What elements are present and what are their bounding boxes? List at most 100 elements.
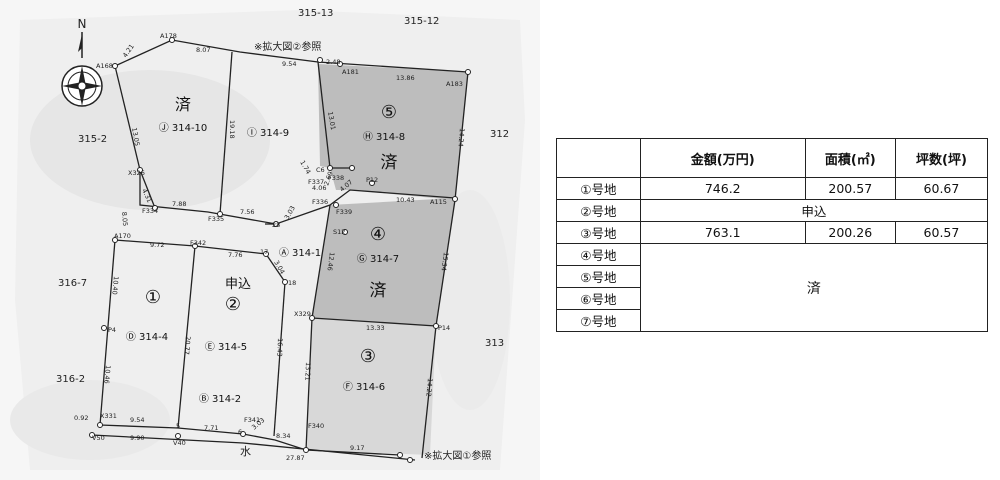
plot-name: ②号地 [556,199,641,222]
lot-4-shade [312,198,455,326]
plot-tsubo: 60.57 [894,221,989,244]
neighbor-left-upper: 315-2 [78,134,107,145]
plot-name: ⑦号地 [556,309,641,332]
table-header-row: 金額(万円) 面積(㎡) 坪数(坪) [556,138,989,178]
point-label: 5 [176,422,180,430]
dimension-label: 10.46 [102,365,112,384]
road-label: 水 [240,445,251,458]
dimension-label: 9.17 [350,444,364,452]
neighbor-top-right: 315-12 [404,16,439,27]
dimension-label: 9.54 [130,416,144,424]
table-row: ②号地 申込 [556,199,989,222]
dimension-label: 14.22 [424,378,434,397]
plot-name: ①号地 [556,177,641,200]
price-table: 金額(万円) 面積(㎡) 坪数(坪) ①号地 746.2 200.57 60.6… [556,138,989,332]
point-label: 6 [238,428,242,436]
point-label: F339 [336,208,352,216]
point-label: P4 [108,326,116,334]
lot-number: ④ [370,224,386,245]
plot-name: ⑥号地 [556,287,641,310]
point-label: F337 [308,178,324,186]
point-label: F336 [312,198,328,206]
neighbor-left-lower: 316-2 [56,374,85,385]
lot-status: 済 [370,281,387,301]
dimension-label: 27.87 [286,454,305,462]
lot-map: N 315-13 315-12 315-2 312 316-7 313 316-… [10,8,510,463]
point-label: A178 [160,32,177,40]
dimension-label: 20.77 [182,336,192,355]
compass-rose: N [61,17,103,107]
dimension-label: 10.43 [396,196,415,204]
sold-label: 済 [639,243,989,332]
lot-code: Ⓔ 314-5 [205,341,247,353]
survey-points [89,37,471,463]
dimension-label: 15.34 [439,252,450,272]
neighbor-right-upper: 312 [490,129,509,140]
lot-number: ⑤ [381,102,397,123]
point-label: F335 [208,215,224,223]
dimension-label: 13.21 [303,362,312,381]
plot-area: 200.57 [804,177,896,200]
plot-status-merged: 申込 [639,199,989,222]
point-label: V40 [173,439,186,447]
dimension-label: 8.07 [196,46,210,54]
note-bottom: ※拡大図①参照 [424,449,491,462]
table-header: 坪数(坪) [894,138,989,178]
dimension-label: 9.90 [130,434,144,442]
table-row: ⑤号地 [556,265,988,288]
table-row: ④号地 済 [556,243,989,332]
table-row: ⑦号地 [556,309,988,332]
dimension-label: 0.92 [74,414,88,422]
lot-code: Ⓕ 314-6 [343,381,385,393]
lot-code: Ⓓ 314-4 [126,331,168,343]
lot-code: Ⓖ 314-7 [357,253,399,265]
dimension-label: 7.76 [228,251,242,259]
table-header: 金額(万円) [639,138,806,178]
point-label: V50 [92,434,105,442]
table-header [556,138,641,178]
lot-number: ③ [360,346,376,367]
point-label: A170 [114,232,131,240]
lot-status: 済 [175,95,191,114]
lot-code: Ⓘ 314-9 [247,127,289,139]
plot-name: ⑤号地 [556,265,641,288]
dimension-label: 7.71 [204,424,218,432]
dimension-label: 14.24 [456,128,466,147]
dimension-label: 13.05 [130,127,141,147]
point-label: A181 [342,68,359,76]
plot-name: ④号地 [556,243,641,266]
dimension-label: 16.43 [275,338,284,357]
lot-labels: 済 Ⓙ 314-10 Ⓘ 314-9 ⑤ Ⓗ 314-8 済 ④ Ⓖ 314-7… [126,95,405,405]
lot-boundaries [91,39,469,461]
dimension-label: 9.54 [282,60,296,68]
neighbor-left-middle: 316-7 [58,278,87,289]
plot-area: 200.26 [804,221,896,244]
point-label: A115 [430,198,447,206]
table-row: ③号地 763.1 200.26 60.57 [556,221,989,244]
plot-name: ③号地 [556,221,641,244]
dimension-label: 10.40 [110,276,120,295]
dimension-label: 8.34 [276,432,290,440]
dimension-label: 19.18 [228,120,236,139]
point-label: X326 [128,169,145,177]
lot-number: ② [225,294,241,315]
point-label: C6 [316,166,325,174]
lot-status: 申込 [225,277,251,292]
neighbor-labels: 315-13 315-12 315-2 312 316-7 313 316-2 [56,8,509,385]
lot-code: Ⓑ 314-2 [199,393,241,405]
point-label: F342 [190,239,206,247]
point-label: F340 [308,422,324,430]
dimension-label: 9.72 [150,241,164,249]
point-labels: A178 A168 A181 A183 C6 X326 F334 F335 F3… [92,32,463,447]
lot-status: 済 [381,153,398,173]
dimension-label: 13.33 [366,324,385,332]
note-top: ※拡大図②参照 [254,40,321,53]
point-label: X329 [294,310,311,318]
point-label: 17 [260,248,268,256]
point-label: S12 [333,228,345,236]
plot-tsubo: 60.67 [894,177,989,200]
neighbor-right-lower: 313 [485,338,504,349]
point-label: P14 [438,324,450,332]
dimension-label: 2.48 [326,58,340,66]
plot-price: 746.2 [639,177,806,200]
